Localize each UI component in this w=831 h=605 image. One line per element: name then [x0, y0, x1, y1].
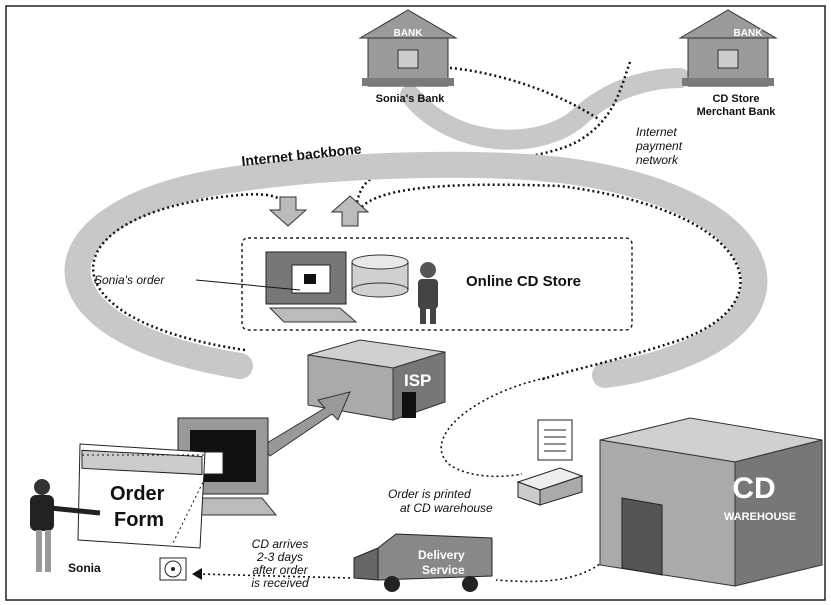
merchant-bank-label-2: Merchant Bank: [697, 106, 777, 118]
payment-network-label-2: payment: [635, 139, 683, 153]
order-form-window: [77, 443, 206, 549]
page-frame: [5, 5, 826, 601]
warehouse-printer: [516, 419, 584, 506]
arrival-label-3: after order: [252, 563, 308, 577]
backbone-dotted-route: [92, 183, 742, 382]
truck-label-2: Service: [422, 563, 465, 577]
payment-network-label-3: network: [636, 153, 679, 167]
order-pointer: [195, 279, 301, 291]
delivery-arrowhead: [192, 568, 202, 580]
store-database-icon: [351, 254, 409, 298]
down-arrow: [268, 196, 308, 227]
warehouse-label-1: CD: [732, 472, 775, 505]
printed-label-2: at CD warehouse: [400, 501, 493, 515]
isp-label: ISP: [404, 371, 431, 390]
sonia-person-icon: [30, 479, 101, 572]
sonia-label: Sonia: [68, 561, 101, 575]
payment-network-band: [400, 68, 690, 150]
arrival-label-2: 2-3 days: [256, 550, 303, 564]
truck-label-1: Delivery: [418, 548, 465, 562]
sonias-bank: BANK Sonia's Bank: [358, 9, 458, 105]
order-form-label-1: Order: [110, 483, 165, 505]
store-name: Online CD Store: [466, 273, 581, 290]
bank-sign-1: BANK: [394, 28, 424, 39]
arrival-label-1: CD arrives: [252, 537, 309, 551]
warehouse-label-2: WAREHOUSE: [724, 511, 796, 523]
store-person-icon: [418, 262, 438, 324]
cd-warehouse: [599, 417, 823, 587]
merchant-bank: BANK CD Store Merchant Bank: [678, 9, 778, 118]
internet-backbone: [64, 151, 768, 388]
delivery-truck: [353, 533, 493, 592]
sonias-order-label: Sonia's order: [94, 273, 165, 287]
payment-network-label-1: Internet: [636, 125, 677, 139]
printed-label-1: Order is printed: [388, 487, 471, 501]
warehouse-route: [440, 377, 546, 478]
upload-arrow: [261, 391, 351, 457]
merchant-bank-label-1: CD Store: [712, 93, 759, 105]
arrival-label-4: is received: [251, 576, 309, 590]
bank-sign-2: BANK: [734, 28, 764, 39]
order-form-label-2: Form: [114, 509, 164, 531]
store-computer: [265, 251, 358, 323]
sonias-bank-label: Sonia's Bank: [376, 93, 446, 105]
up-arrow: [330, 195, 370, 227]
cd-disc-icon: [159, 557, 187, 581]
isp-building: [307, 339, 446, 421]
